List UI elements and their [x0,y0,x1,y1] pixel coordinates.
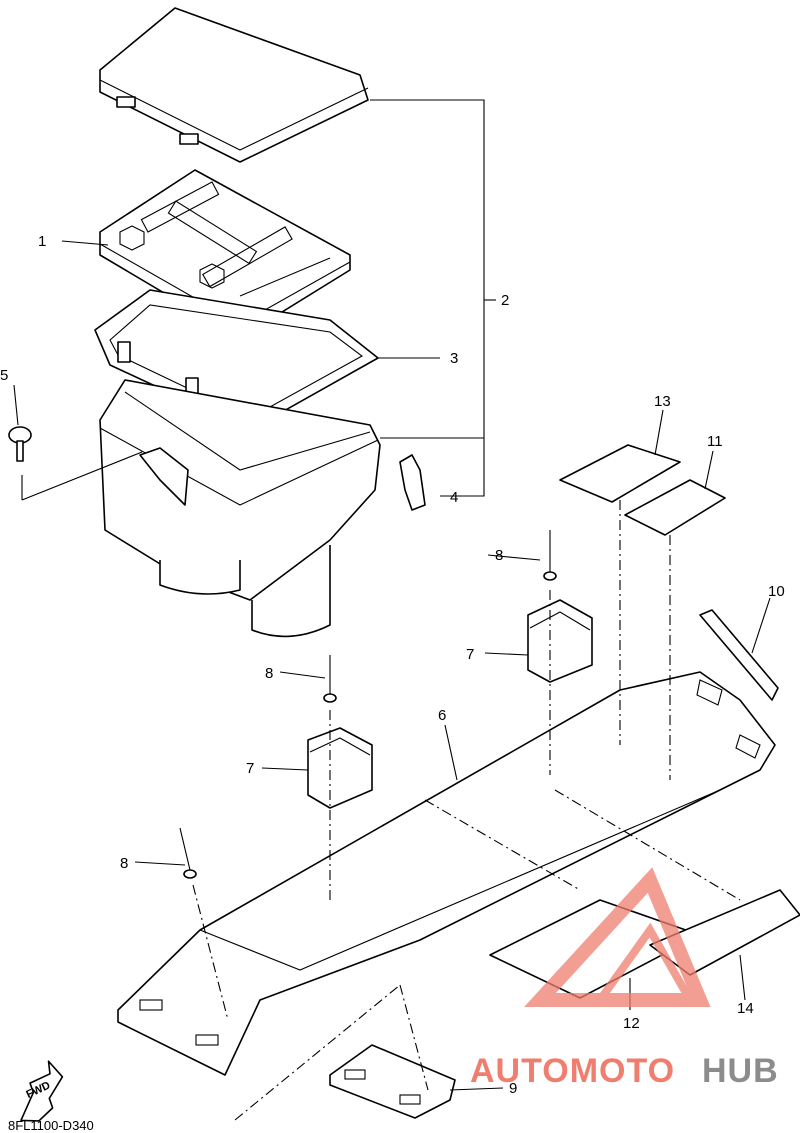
tool-box-body [99,379,381,638]
strap [699,609,779,701]
rivet-lower-left [179,827,229,1021]
watermark-logo [524,867,711,1007]
callout-13: 13 [654,393,671,410]
bracket-group-lines [61,99,496,497]
callout-5: 5 [0,367,8,384]
callout-7-right: 7 [466,646,474,663]
label-sheets [559,444,726,780]
rivet-upper-right [543,530,557,775]
callout-11: 11 [707,433,723,450]
callout-8-middle: 8 [265,665,273,682]
tool-tray [99,169,351,339]
watermark-text-secondary: HUB [702,1052,779,1090]
callout-12: 12 [623,1015,640,1032]
leader-lines [13,384,771,1091]
plate [329,1044,456,1119]
clamp-left [307,727,373,809]
callout-7-left: 7 [246,760,254,777]
tool-box-lid [99,7,369,163]
decal-sheets [489,889,800,999]
callout-8-upper: 8 [495,547,503,564]
rivet-middle [323,655,337,900]
callout-3: 3 [450,350,458,367]
diagram-code: 8FL1100-D340 [8,1118,94,1133]
fwd-arrow-icon: FWD [20,1060,64,1122]
callout-9: 9 [509,1080,517,1097]
callout-4: 4 [450,489,458,506]
callout-14: 14 [737,1000,754,1017]
callout-2: 2 [501,292,509,309]
callout-10: 10 [768,583,785,600]
guide-lines [234,789,741,1121]
bolt [8,426,143,501]
callout-8-lower: 8 [120,855,128,872]
clamp-right [527,599,593,683]
clip [399,454,426,511]
callout-1: 1 [38,233,46,250]
callout-6: 6 [438,707,446,724]
watermark-text-primary: AUTOMOTO [470,1052,675,1090]
